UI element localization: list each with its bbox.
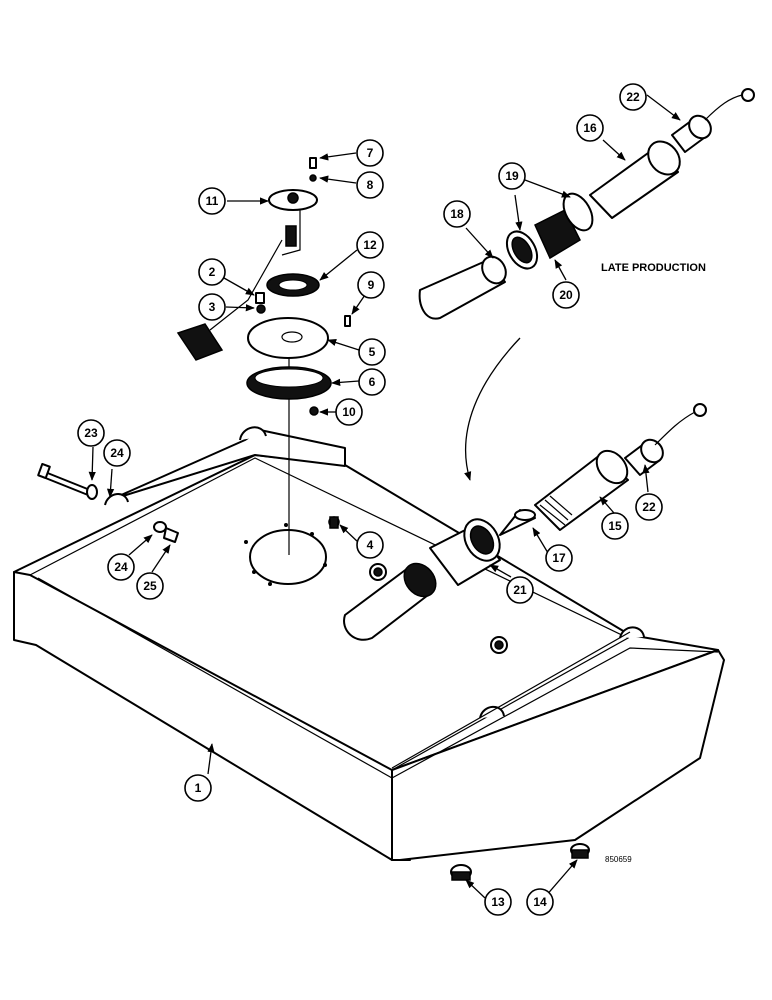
svg-text:12: 12 <box>363 238 377 252</box>
svg-text:19: 19 <box>505 169 519 183</box>
svg-text:10: 10 <box>342 405 356 419</box>
callout-22-late: 22 <box>619 83 647 111</box>
callout-5: 5 <box>358 338 386 366</box>
svg-text:24: 24 <box>110 446 124 460</box>
callout-19: 19 <box>498 162 526 190</box>
svg-text:20: 20 <box>559 288 573 302</box>
svg-text:22: 22 <box>642 500 656 514</box>
svg-text:24: 24 <box>114 560 128 574</box>
svg-text:16: 16 <box>583 121 597 135</box>
leader-lines <box>88 94 681 899</box>
callout-24-bottom: 24 <box>107 553 135 581</box>
callout-24-top: 24 <box>103 439 131 467</box>
svg-text:14: 14 <box>533 895 547 909</box>
svg-text:11: 11 <box>206 194 219 208</box>
callout-17: 17 <box>545 544 573 572</box>
callout-6: 6 <box>358 368 386 396</box>
callout-16: 16 <box>576 114 604 142</box>
callout-25: 25 <box>136 572 164 600</box>
callout-21: 21 <box>506 576 534 604</box>
sending-unit-assembly <box>176 157 351 555</box>
svg-text:18: 18 <box>450 207 464 221</box>
callout-13: 13 <box>484 888 512 916</box>
callout-4: 4 <box>356 531 384 559</box>
svg-text:21: 21 <box>513 583 527 597</box>
callout-11: 11 <box>198 187 226 215</box>
callout-10: 10 <box>335 398 363 426</box>
callout-1: 1 <box>184 774 212 802</box>
svg-text:17: 17 <box>552 551 566 565</box>
drain-plug-13 <box>450 864 472 881</box>
svg-text:1: 1 <box>195 781 202 795</box>
svg-text:4: 4 <box>367 538 374 552</box>
svg-text:9: 9 <box>368 278 375 292</box>
svg-text:3: 3 <box>209 300 216 314</box>
svg-text:23: 23 <box>84 426 98 440</box>
callout-20: 20 <box>552 281 580 309</box>
svg-text:13: 13 <box>491 895 505 909</box>
callout-9: 9 <box>357 271 385 299</box>
filler-neck-assembly <box>429 403 707 586</box>
drawing-code: 850659 <box>605 855 632 864</box>
svg-text:25: 25 <box>143 579 157 593</box>
callout-8: 8 <box>356 171 384 199</box>
fuel-tank <box>13 426 725 861</box>
late-production-caption: LATE PRODUCTION <box>601 262 706 274</box>
callout-14: 14 <box>526 888 554 916</box>
callout-3: 3 <box>198 293 226 321</box>
svg-text:22: 22 <box>626 90 640 104</box>
drain-plug-14 <box>570 843 590 859</box>
svg-text:7: 7 <box>367 146 374 160</box>
svg-text:6: 6 <box>369 375 376 389</box>
callout-2: 2 <box>198 258 226 286</box>
late-production-assembly: LATE PRODUCTION <box>418 88 755 481</box>
mounting-hardware <box>37 462 179 543</box>
callout-7: 7 <box>356 139 384 167</box>
callout-18: 18 <box>443 200 471 228</box>
callout-22: 22 <box>635 493 663 521</box>
callout-12: 12 <box>356 231 384 259</box>
callout-15: 15 <box>601 512 629 540</box>
svg-text:5: 5 <box>369 345 376 359</box>
callout-23: 23 <box>77 419 105 447</box>
svg-text:15: 15 <box>608 519 622 533</box>
svg-text:8: 8 <box>367 178 374 192</box>
svg-text:2: 2 <box>209 265 216 279</box>
